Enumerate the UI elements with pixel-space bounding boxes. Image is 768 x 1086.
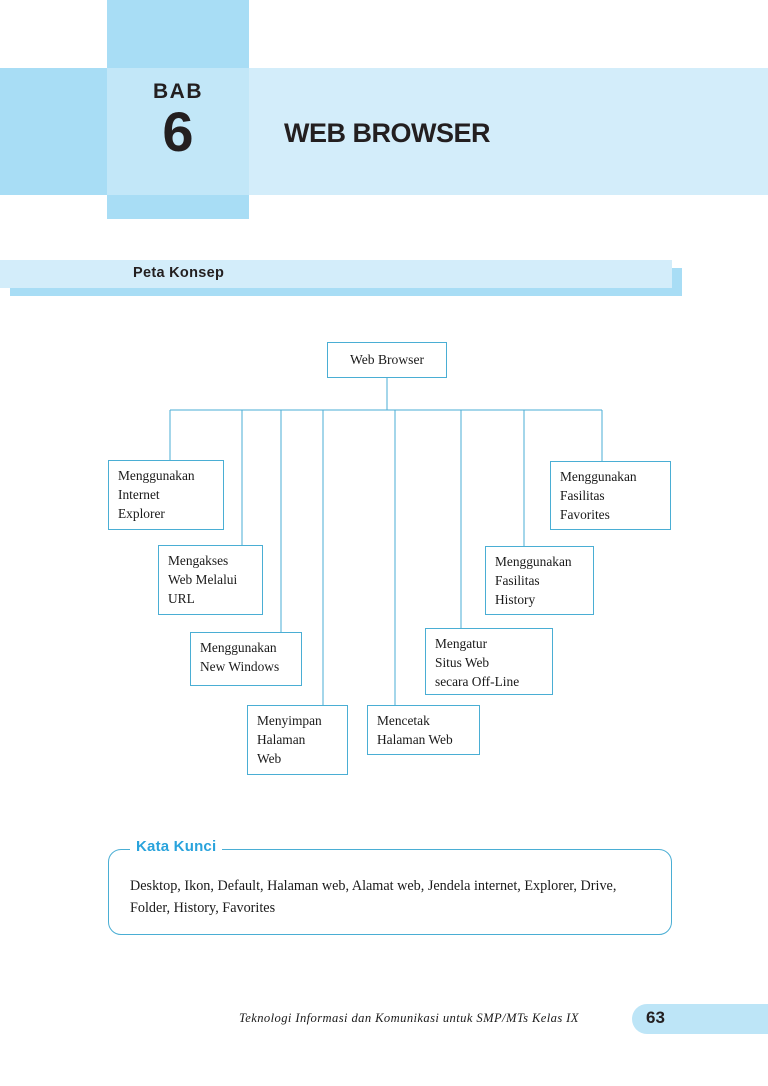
concept-node-line: Explorer — [118, 506, 165, 522]
concept-node-line: Web Melalui — [168, 572, 238, 588]
concept-node-line: Situs Web — [435, 655, 490, 671]
chapter-bab-label: BAB — [153, 80, 203, 103]
concept-node-line: Fasilitas — [560, 488, 605, 504]
page-title: WEB BROWSER — [284, 118, 491, 148]
concept-node-line: Web Browser — [349, 352, 425, 368]
kata-kunci-panel: Kata Kunci Desktop, Ikon, Default, Halam… — [108, 838, 672, 935]
concept-node-line: Mencetak — [377, 713, 430, 728]
kata-kunci-text: Desktop, Ikon, Default, Halaman web, Ala… — [130, 878, 617, 916]
concept-node-line: Halaman — [257, 732, 306, 748]
kata-kunci-legend: Kata Kunci — [130, 838, 223, 855]
section-label: Peta Konsep — [133, 265, 225, 281]
footer-page-number: 63 — [646, 1008, 665, 1027]
section-bar — [0, 260, 672, 288]
concept-node-line: History — [495, 592, 536, 608]
footer-book-title: Teknologi Informasi dan Komunikasi untuk… — [239, 1011, 579, 1025]
concept-node-line: Menggunakan — [200, 640, 277, 655]
concept-node-line: Favorites — [560, 507, 610, 523]
concept-node-line: Internet — [118, 487, 160, 503]
header-title-band — [249, 68, 768, 195]
concept-node-line: secara Off-Line — [435, 674, 520, 690]
concept-node-root: Web Browser — [327, 342, 447, 378]
concept-node-line: Menggunakan — [118, 468, 195, 483]
concept-node-line: Halaman Web — [377, 732, 453, 748]
concept-node-line: Fasilitas — [495, 573, 540, 589]
concept-node-line: Menggunakan — [495, 554, 572, 569]
kata-kunci-border — [108, 849, 672, 935]
chapter-number: 6 — [162, 100, 194, 163]
concept-node-line: Menyimpan — [257, 713, 322, 728]
concept-node-line: Mengakses — [168, 553, 229, 568]
concept-node-line: Mengatur — [435, 636, 488, 651]
concept-node-line: URL — [168, 591, 195, 607]
footer-page-pill — [632, 1004, 768, 1034]
concept-node-line: New Windows — [200, 659, 280, 675]
concept-node-line: Menggunakan — [560, 469, 637, 484]
header-center-block — [107, 68, 249, 195]
concept-node-line: Web — [257, 751, 282, 767]
